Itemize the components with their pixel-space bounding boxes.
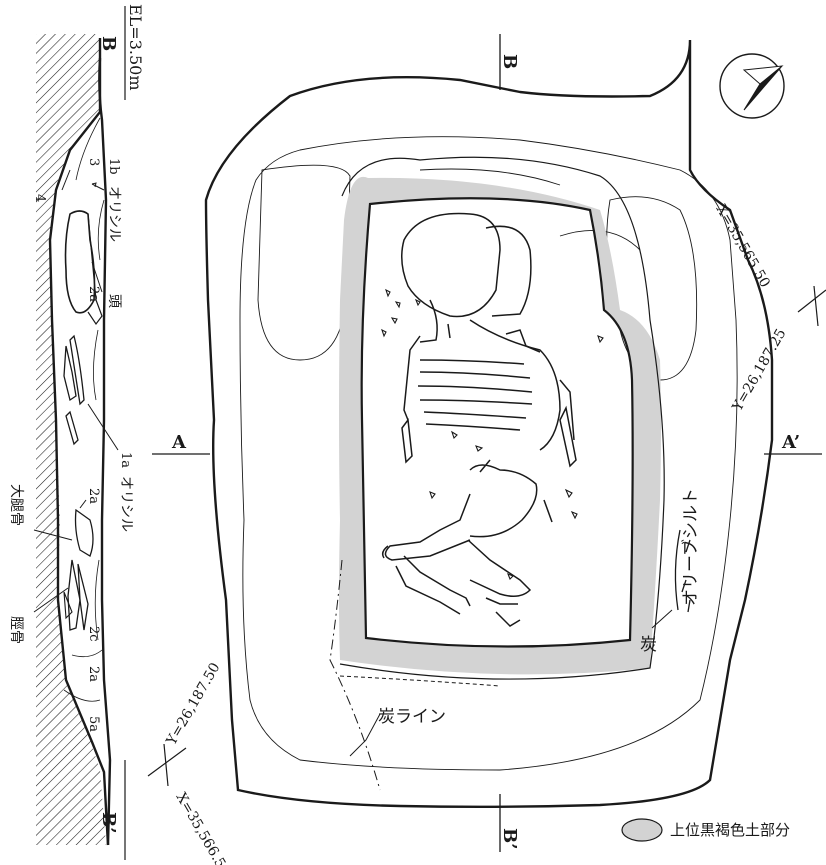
layer-label-2c: 2c — [86, 626, 101, 642]
section-mark-b-bottom: B’ — [499, 828, 520, 849]
layer-label-1a: 1a — [118, 452, 133, 468]
skeleton-fragments — [381, 288, 604, 580]
femur-note: 大腿骨 — [8, 484, 24, 526]
section-head-bone — [64, 210, 96, 314]
pit-plan — [147, 34, 826, 852]
section-surface — [98, 57, 112, 846]
coord-x-lower-left: X=35,566.50 — [173, 790, 233, 865]
legend: 上位黒褐色土部分 — [621, 818, 790, 842]
legend-swatch — [621, 818, 663, 842]
section-outline — [48, 38, 110, 846]
layer-label-2a-top: 2a — [86, 286, 101, 302]
section-hatch — [36, 34, 106, 845]
tibia-note: 脛骨 — [8, 616, 24, 644]
section-mark-a-right: A’ — [781, 432, 800, 453]
olive-silt-label: オリーブシルト — [680, 488, 701, 606]
section-mark-a-left: A — [171, 432, 187, 453]
coord-x-upper-right: X=35,565.50 — [713, 202, 773, 290]
section-label-b-bottom: B’ — [98, 812, 119, 833]
layer-label-1b: 1b — [106, 158, 121, 175]
section-profile — [36, 34, 112, 846]
section-mark-b-top: B — [499, 54, 520, 69]
coord-y-upper-right: Y=26,187.25 — [729, 326, 789, 415]
layer-label-4: 4 — [32, 194, 47, 202]
olive-silt-note-1a: オリシル — [118, 476, 134, 532]
head-note: 頭 — [106, 294, 122, 308]
olive-silt-note-1b: オリシル — [106, 186, 122, 242]
charcoal-marks — [674, 529, 691, 613]
legend-label: 上位黒褐色土部分 — [670, 821, 790, 839]
charcoal-label: 炭 — [640, 635, 657, 655]
pit-outer-edge — [204, 39, 774, 808]
north-arrow-icon — [719, 53, 785, 119]
skeleton — [381, 212, 577, 627]
elevation-label: EL=3.50m — [126, 4, 145, 91]
charcoal-line-label: 炭ライン — [378, 707, 446, 727]
layer-label-2a-low: 2a — [86, 666, 101, 682]
layer-label-3: 3 — [86, 158, 101, 166]
coord-y-lower-left: Y=26,187.50 — [163, 660, 223, 749]
section-label-b-top: B — [98, 36, 119, 51]
layer-label-5a: 5a — [86, 716, 101, 732]
layer-label-2a-mid: 2a — [86, 488, 101, 504]
section-leader-lines — [33, 169, 119, 613]
